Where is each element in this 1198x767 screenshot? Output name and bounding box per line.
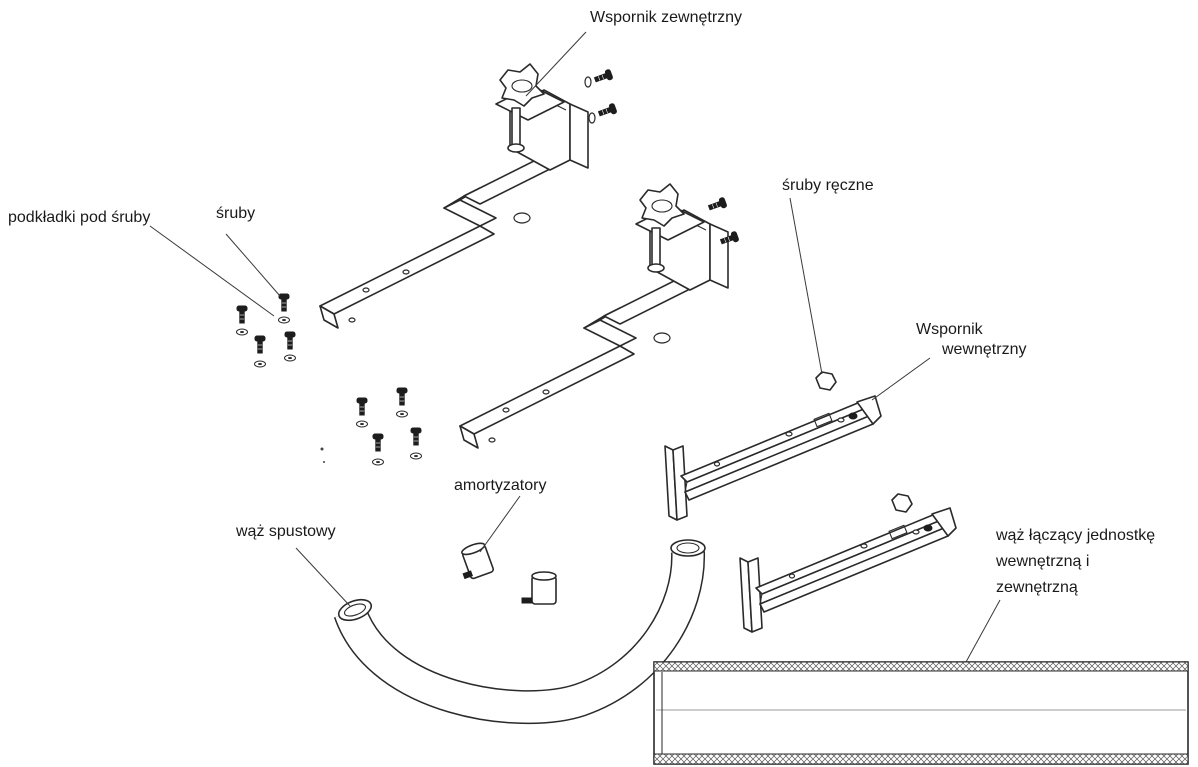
inner-bracket-1 [664,395,882,521]
drain-hose [333,539,706,725]
leader-lines [149,31,1001,663]
outer-bracket-2 [459,183,729,449]
label-connecting-hose-line1: wąż łączący jednostkę [996,527,1156,544]
label-washers: podkładki pod śruby [8,209,151,226]
screws-washers-center [320,387,422,466]
hand-screws [815,371,913,513]
label-inner-bracket-line1: Wspornik [916,321,983,338]
inner-bracket-2 [739,507,957,633]
connecting-hose [653,661,1189,765]
label-inner-bracket-line2: wewnętrzny [942,341,1027,358]
label-hand-screws: śruby ręczne [782,177,874,194]
label-connecting-hose-line3: zewnętrzną [996,579,1078,596]
label-connecting-hose-line2: wewnętrzną i [996,553,1090,570]
outer-bracket-1 [319,63,589,329]
label-screws: śruby [216,205,256,222]
screws-washers-left [236,293,296,368]
label-dampers: amortyzatory [454,477,547,494]
label-drain-hose: wąż spustowy [236,523,336,540]
label-outer-bracket: Wspornik zewnętrzny [590,9,743,26]
bracket-screws-top [584,68,740,247]
dampers [461,542,557,605]
